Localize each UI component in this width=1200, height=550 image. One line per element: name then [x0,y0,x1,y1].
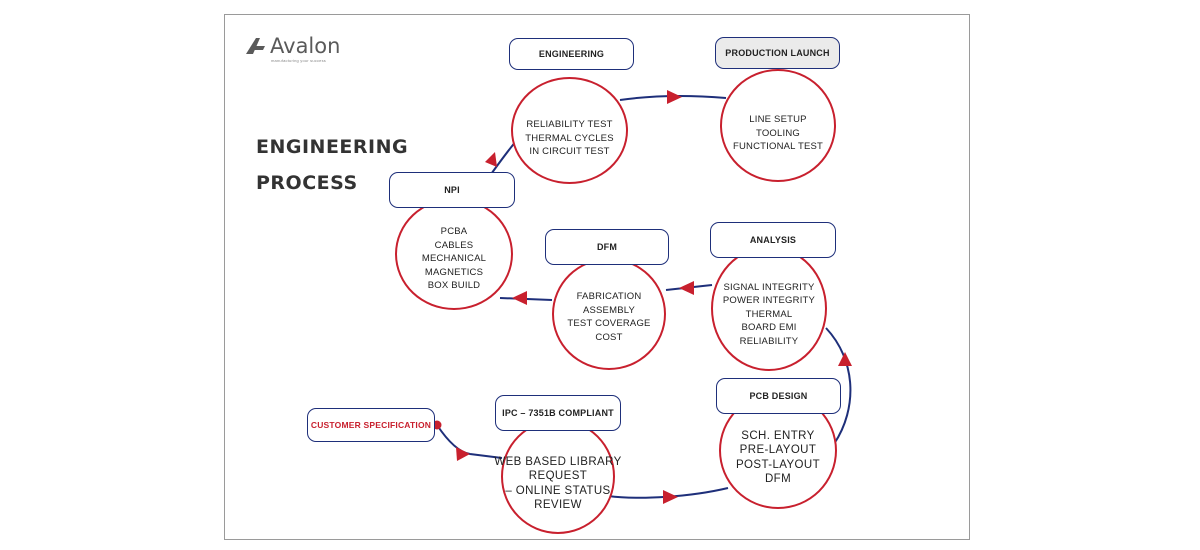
arrow-engineering-to-launch [667,90,682,104]
brand-tagline: manufacturing your success [271,58,327,63]
arrow-dfm-to-npi [512,291,527,305]
node-circle-engineering: RELIABILITY TEST THERMAL CYCLES IN CIRCU… [511,77,628,184]
brand-logo: Avalon manufacturing your success [243,34,340,63]
node-circle-ipc: WEB BASED LIBRARY REQUEST – ONLINE STATU… [494,419,621,534]
node-text: REVIEW [534,499,582,511]
avalon-logo-icon [246,38,265,54]
node-text: MECHANICAL [421,253,487,265]
page-title-line-1: ENGINEERING [256,136,409,158]
node-text: THERMAL CYCLES [525,132,614,144]
node-label-npi: NPI [389,172,515,208]
node-circle-analysis: SIGNAL INTEGRITY POWER INTEGRITY THERMAL… [711,246,827,371]
node-text: SIGNAL INTEGRITY [723,281,815,293]
node-label-pcb-design: PCB DESIGN [716,378,841,414]
node-text: ASSEMBLY [582,304,636,316]
connector-pcb-to-analysis [825,327,852,445]
node-text: FABRICATION [576,291,642,302]
brand-name: Avalon [270,34,341,58]
node-text: – ONLINE STATUS [505,484,611,497]
node-circle-npi: PCBA CABLES MECHANICAL MAGNETICS BOX BUI… [395,198,513,310]
node-label-engineering: ENGINEERING [509,38,634,70]
node-text: DFM [764,473,792,485]
node-text: THERMAL [745,308,793,320]
node-text: POWER INTEGRITY [722,295,816,307]
node-label-customer-specification: CUSTOMER SPECIFICATION [307,408,435,442]
node-text: POST-LAYOUT [735,458,821,471]
node-text: RELIABILITY [739,335,799,347]
node-text: REQUEST [528,470,588,482]
node-text: BOX BUILD [427,280,481,292]
arrow-analysis-to-dfm [679,281,694,295]
node-text: TEST COVERAGE [567,318,651,329]
arrow-customer-to-ipc [456,447,470,461]
node-circle-production-launch: LINE SETUP TOOLING FUNCTIONAL TEST [720,69,836,182]
arrow-pcb-to-analysis [838,352,852,366]
node-text: CABLES [434,239,474,251]
node-text: TOOLING [756,127,800,139]
node-circle-dfm: FABRICATION ASSEMBLY TEST COVERAGE COST [552,258,666,370]
node-text: MAGNETICS [424,266,484,278]
node-text: RELIABILITY TEST [526,119,613,131]
node-label-analysis: ANALYSIS [710,222,836,258]
node-text: SCH. ENTRY [741,429,815,442]
node-label-production-launch: PRODUCTION LAUNCH [715,37,840,69]
node-text: LINE SETUP [749,114,807,126]
page-title-line-2: PROCESS [256,172,358,194]
node-text: COST [595,331,623,343]
node-text: FUNCTIONAL TEST [732,141,824,153]
node-label-ipc: IPC – 7351B COMPLIANT [495,395,621,431]
node-text: PCBA [440,226,468,238]
arrow-ipc-to-pcb [663,490,678,504]
node-text: WEB BASED LIBRARY [494,455,622,468]
node-text: PRE-LAYOUT [739,444,817,456]
node-text: BOARD EMI [741,322,797,334]
node-label-dfm: DFM [545,229,669,265]
connector-customer-to-ipc [436,424,503,459]
arrow-npi-to-engineering [485,152,497,167]
node-text: IN CIRCUIT TEST [529,146,610,158]
